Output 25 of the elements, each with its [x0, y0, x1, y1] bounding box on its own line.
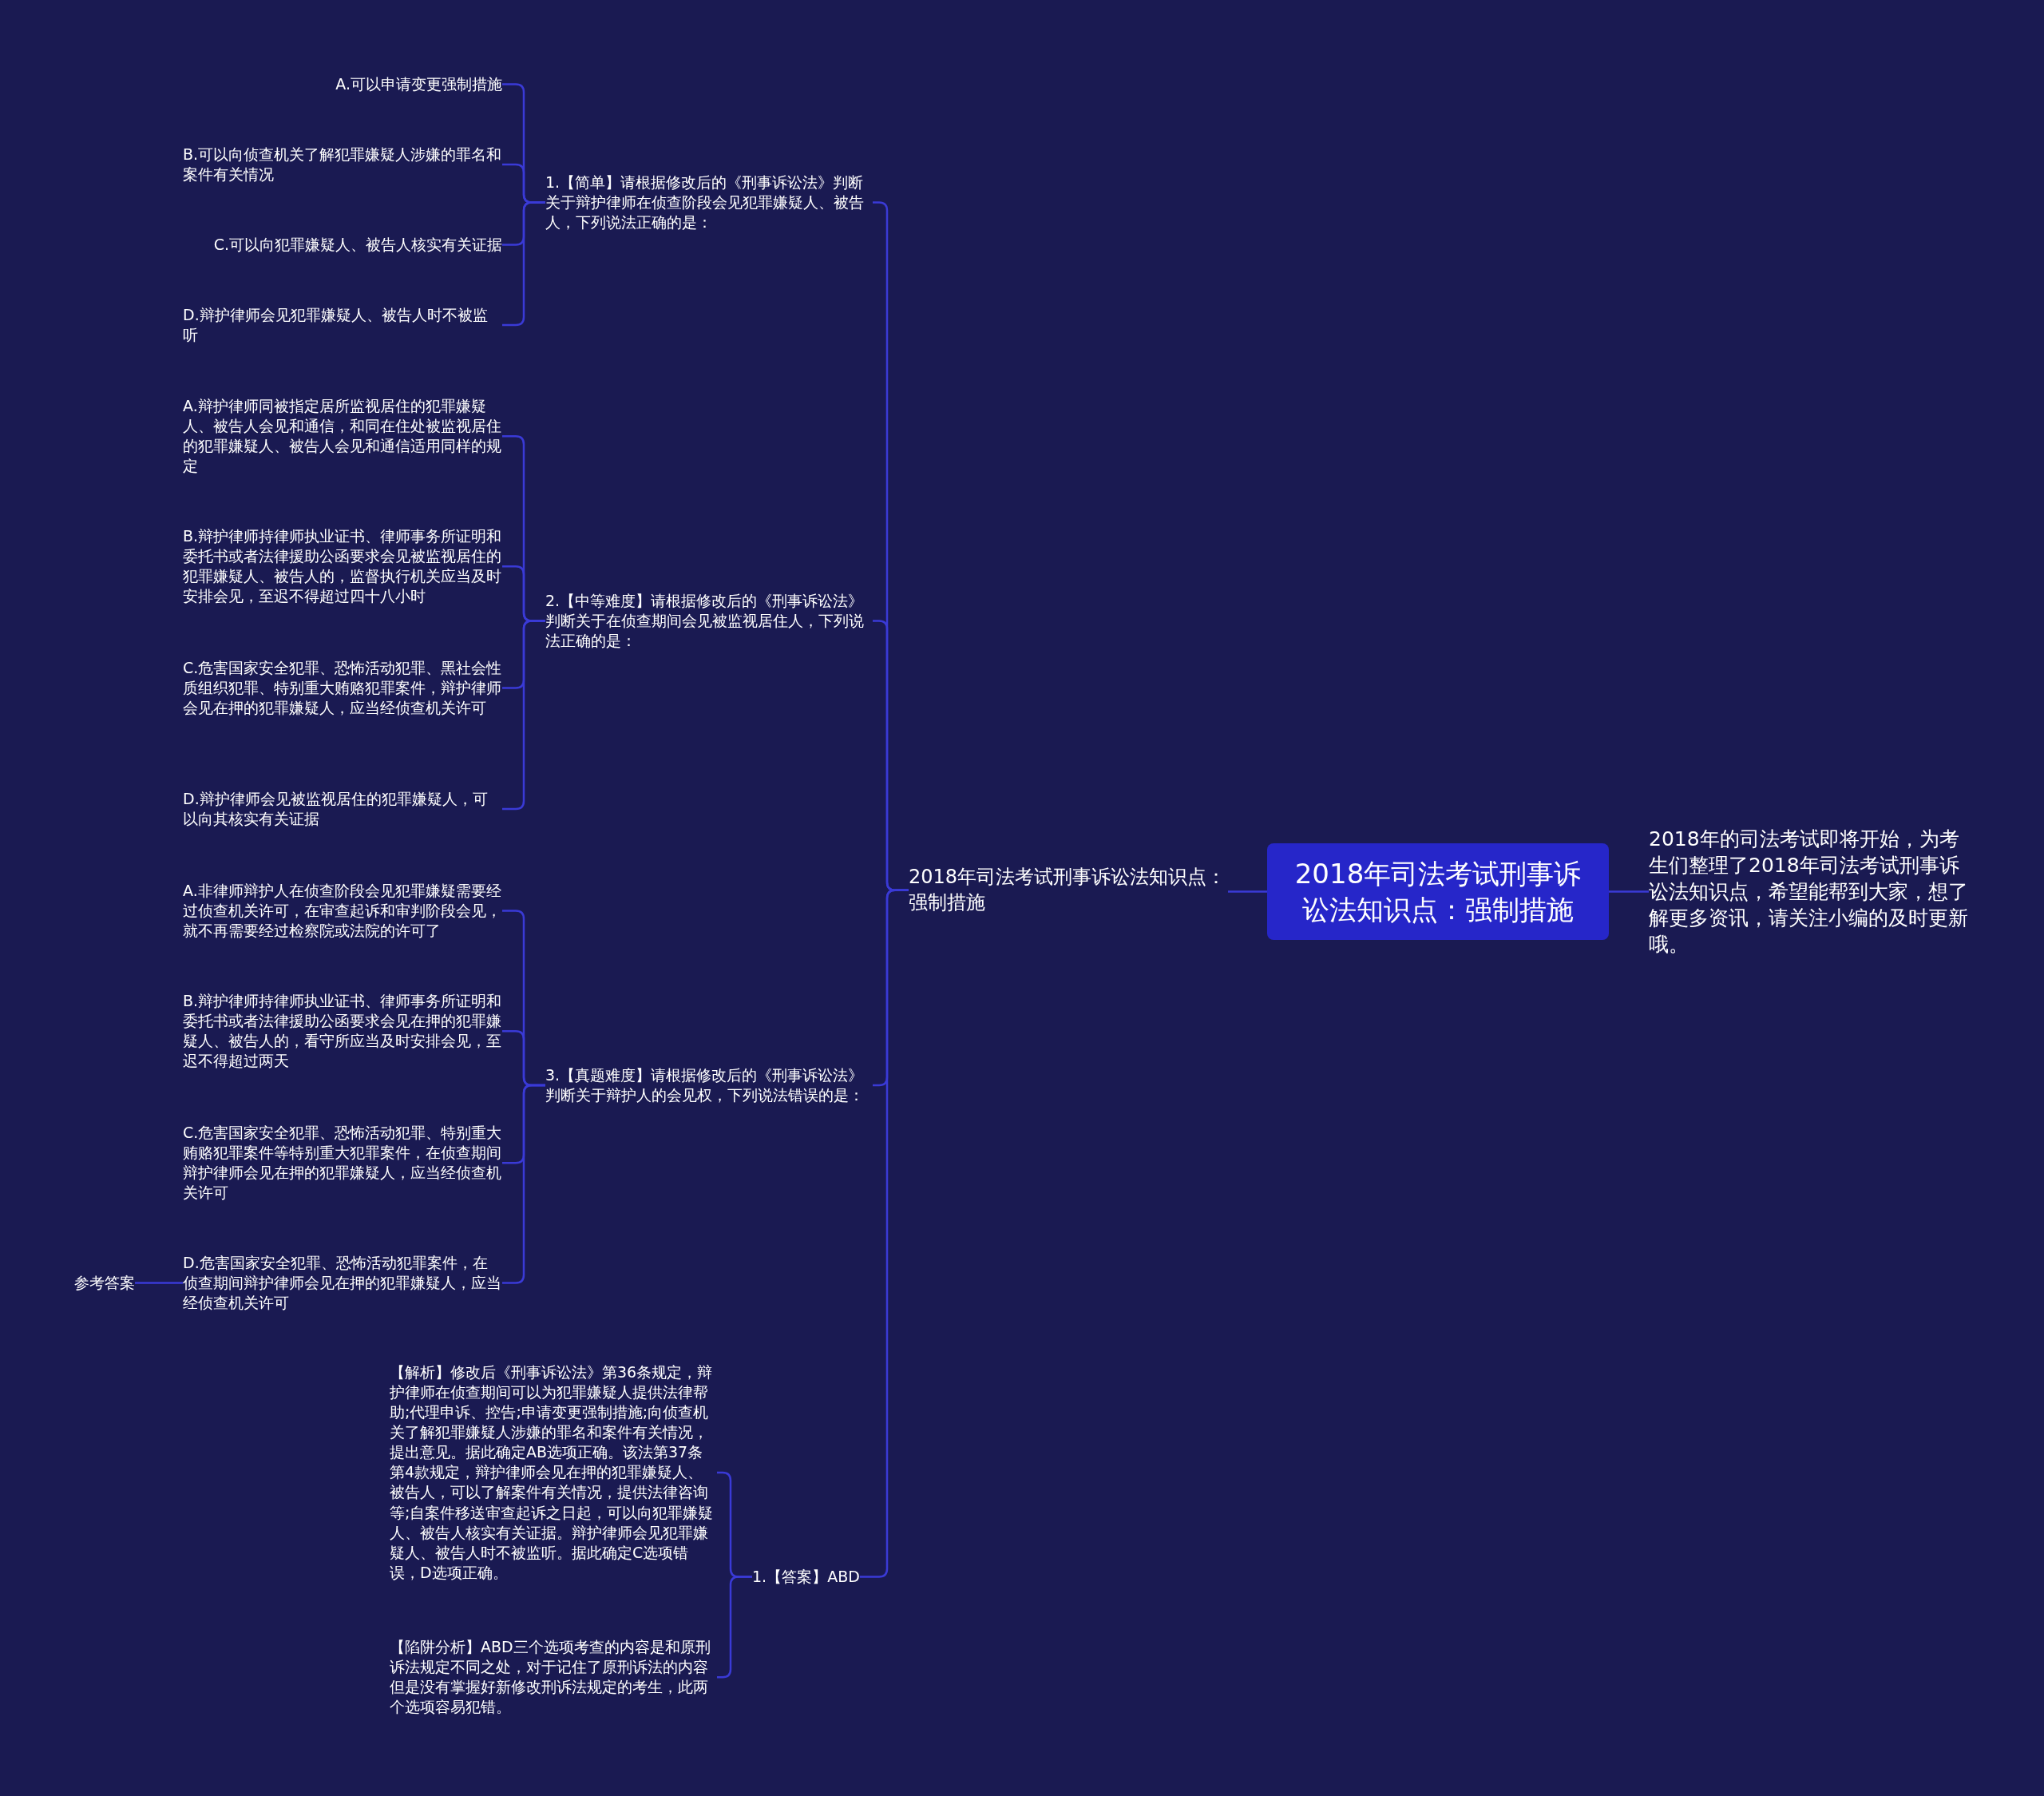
topic-text: 3.【真题难度】请根据修改后的《刑事诉讼法》判断关于辩护人的会见权，下列说法错误的是：: [545, 1065, 873, 1106]
connector-line: [135, 1282, 183, 1284]
topic-text: 2.【中等难度】请根据修改后的《刑事诉讼法》判断关于在侦查期间会见被监视居住人，下列说法正确的是：: [545, 591, 873, 652]
topic-text: B.可以向侦查机关了解犯罪嫌疑人涉嫌的罪名和案件有关情况: [183, 145, 502, 185]
topic-text: 【解析】修改后《刑事诉讼法》第36条规定，辩护律师在侦查期间可以为犯罪嫌疑人提供法律帮助;代理申诉、控告;申请变更强制措施;向侦查机关了解犯罪嫌疑人涉嫌的罪名和案件有关情况，提出意见。据此确定AB选项正确。该法第37条第4款规定，辩护律师会见在押的犯罪嫌疑人、被告人，可以了解案件有关情况，提供法律咨询等;自案件移送审查起诉之日起，可以向犯罪嫌疑人、被告人核实有关证据。辩护律师会见犯罪嫌疑人、被告人时不被监听。据此确定C选项错误，D选项正确。: [390, 1362, 717, 1583]
topic-text: C.危害国家安全犯罪、恐怖活动犯罪、黑社会性质组织犯罪、特别重大贿赂犯罪案件，辩护律师会见在押的犯罪嫌疑人，应当经侦查机关许可: [183, 658, 502, 719]
topic-text: D.辩护律师会见犯罪嫌疑人、被告人时不被监听: [183, 305, 502, 346]
topic-text: 1.【简单】请根据修改后的《刑事诉讼法》判断关于辩护律师在侦查阶段会见犯罪嫌疑人、被告人，下列说法正确的是：: [545, 172, 873, 233]
topic-text: D.危害国家安全犯罪、恐怖活动犯罪案件，在侦查期间辩护律师会见在押的犯罪嫌疑人，应当经侦查机关许可: [183, 1253, 502, 1314]
topic-text: A.辩护律师同被指定居所监视居住的犯罪嫌疑人、被告人会见和通信，和同在住处被监视居住的犯罪嫌疑人、被告人会见和通信适用同样的规定: [183, 396, 502, 477]
topic-text: D.辩护律师会见被监视居住的犯罪嫌疑人，可以向其核实有关证据: [183, 789, 502, 830]
topic-text: 【陷阱分析】ABD三个选项考查的内容是和原刑诉法规定不同之处，对于记住了原刑诉法的内容但是没有掌握好新修改刑诉法规定的考生，此两个选项容易犯错。: [390, 1637, 717, 1718]
connector-line: [1609, 890, 1649, 893]
topic-text: C.可以向犯罪嫌疑人、被告人核实有关证据: [213, 235, 502, 256]
topic-text: 1.【答案】ABD: [752, 1567, 860, 1588]
topic-text: B.辩护律师持律师执业证书、律师事务所证明和委托书或者法律援助公函要求会见被监视居住的犯罪嫌疑人、被告人的，监督执行机关应当及时安排会见，至迟不得超过四十八小时: [183, 526, 502, 607]
topic-text: C.危害国家安全犯罪、恐怖活动犯罪、特别重大贿赂犯罪案件等特别重大犯罪案件，在侦查期间辩护律师会见在押的犯罪嫌疑人，应当经侦查机关许可: [183, 1123, 502, 1203]
topic-text: A.可以申请变更强制措施: [335, 74, 502, 95]
topic-text: 2018年司法考试刑事诉讼法知识点：强制措施: [909, 865, 1228, 916]
topic-text: 参考答案: [74, 1273, 135, 1294]
topic-text: A.非律师辩护人在侦查阶段会见犯罪嫌疑需要经过侦查机关许可，在审查起诉和审判阶段会见，就不再需要经过检察院或法院的许可了: [183, 881, 502, 942]
topic-text: 2018年的司法考试即将开始，为考生们整理了2018年司法考试刑事诉讼法知识点，希望能帮到大家，想了解更多资讯，请关注小编的及时更新哦。: [1649, 826, 1976, 957]
central-topic-box: 2018年司法考试刑事诉讼法知识点：强制措施: [1267, 843, 1609, 940]
topic-text: B.辩护律师持律师执业证书、律师事务所证明和委托书或者法律援助公函要求会见在押的犯罪嫌疑人、被告人的，看守所应当及时安排会见，至迟不得超过两天: [183, 991, 502, 1072]
connector-line: [1228, 890, 1267, 893]
